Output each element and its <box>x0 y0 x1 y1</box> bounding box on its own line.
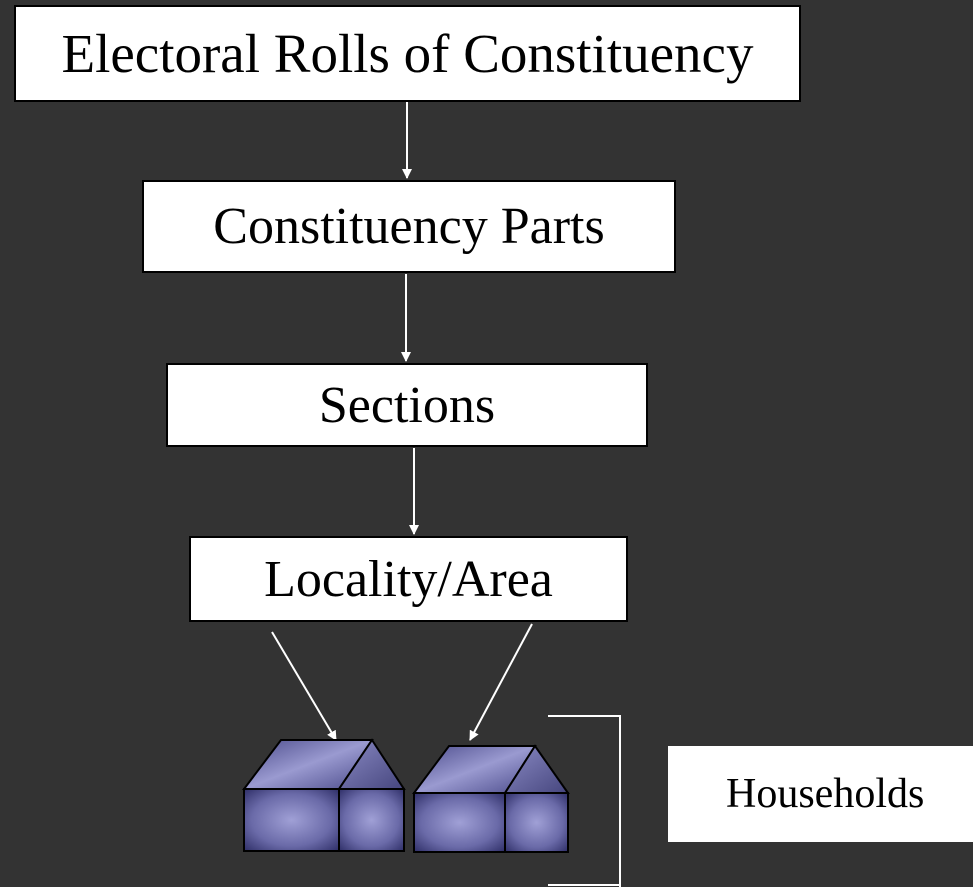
node-sections-label: Sections <box>318 376 496 434</box>
node-locality-area: Locality/Area <box>189 536 628 622</box>
node-households-label: Households <box>726 771 925 817</box>
edge-locality-to-house-2 <box>469 623 533 741</box>
node-electoral-rolls: Electoral Rolls of Constituency <box>14 5 801 102</box>
households-bracket <box>548 715 621 887</box>
house-icon <box>412 744 570 853</box>
node-electoral-rolls-label: Electoral Rolls of Constituency <box>61 23 754 84</box>
node-constituency-parts-label: Constituency Parts <box>213 198 605 255</box>
edge-locality-to-house-1 <box>271 631 337 741</box>
node-households: Households <box>668 746 973 842</box>
node-locality-area-label: Locality/Area <box>264 550 553 608</box>
node-sections: Sections <box>166 363 648 447</box>
house-icon <box>241 738 406 852</box>
node-constituency-parts: Constituency Parts <box>142 180 676 273</box>
